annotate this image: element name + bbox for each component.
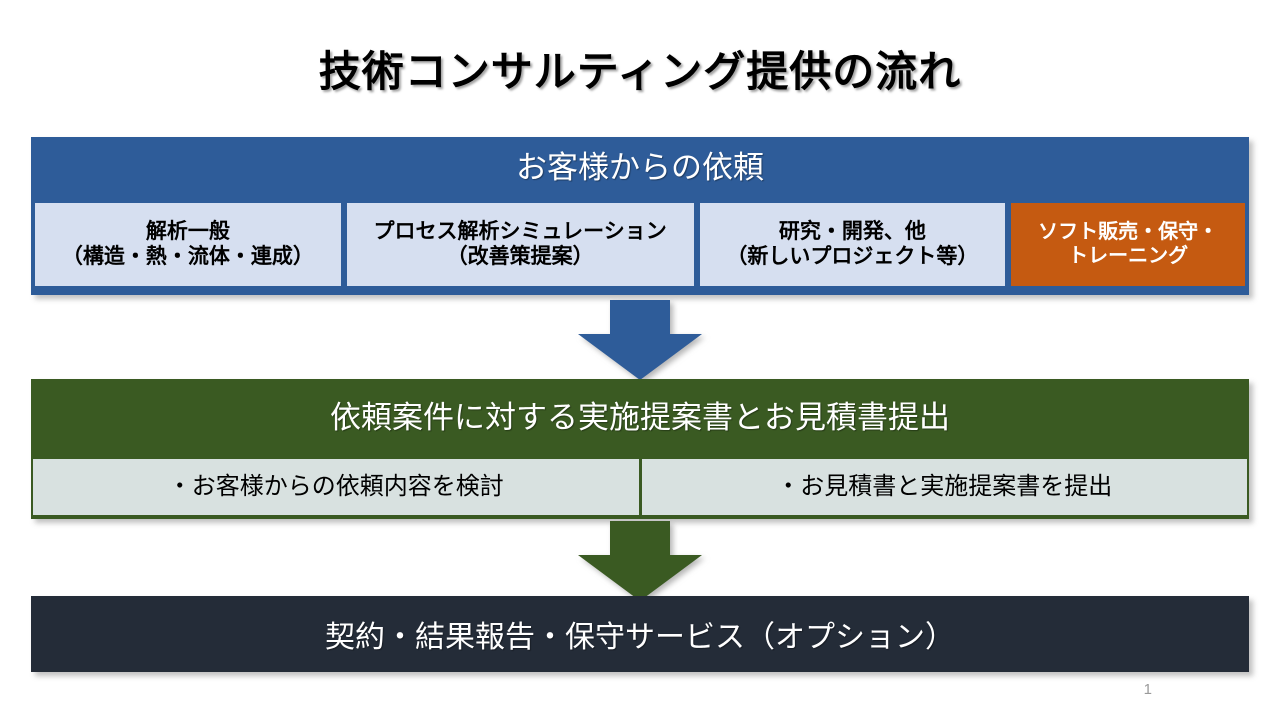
page-number: 1 — [1143, 681, 1152, 698]
request-item-analysis-general-label: 解析一般 （構造・熱・流体・連成） — [61, 219, 314, 268]
stage-proposal-items: ・お客様からの依頼内容を検討 ・お見積書と実施提案書を提出 — [31, 459, 1249, 519]
stage-contract-heading: 契約・結果報告・保守サービス（オプション） — [325, 621, 955, 654]
proposal-item-submit-quotation-label: ・お見積書と実施提案書を提出 — [776, 472, 1113, 500]
request-item-process-simulation-label: プロセス解析シミュレーション （改善策提案） — [373, 219, 667, 268]
request-item-software-sales-label: ソフト販売・保守・ トレーニング — [1038, 220, 1219, 267]
proposal-item-submit-quotation[interactable]: ・お見積書と実施提案書を提出 — [641, 459, 1247, 515]
stage-request-heading: お客様からの依頼 — [516, 150, 764, 185]
arrow-head — [578, 334, 702, 380]
slide-title: 技術コンサルティング提供の流れ — [318, 48, 962, 95]
stage-request: お客様からの依頼 解析一般 （構造・熱・流体・連成） プロセス解析シミュレーショ… — [31, 137, 1249, 295]
arrow-head — [578, 555, 702, 601]
stage-request-items: 解析一般 （構造・熱・流体・連成） プロセス解析シミュレーション （改善策提案）… — [31, 203, 1249, 291]
stage-proposal: 依頼案件に対する実施提案書とお見積書提出 ・お客様からの依頼内容を検討 ・お見積… — [31, 379, 1249, 519]
stage-proposal-heading: 依頼案件に対する実施提案書とお見積書提出 — [330, 400, 950, 435]
request-item-research-development[interactable]: 研究・開発、他 （新しいプロジェクト等） — [699, 203, 1006, 286]
arrow-shaft — [610, 300, 670, 334]
proposal-item-review-request[interactable]: ・お客様からの依頼内容を検討 — [33, 459, 639, 515]
request-item-software-sales[interactable]: ソフト販売・保守・ トレーニング — [1011, 203, 1245, 286]
arrow-shaft — [610, 521, 670, 555]
request-item-process-simulation[interactable]: プロセス解析シミュレーション （改善策提案） — [346, 203, 694, 286]
proposal-item-review-request-label: ・お客様からの依頼内容を検討 — [167, 472, 504, 500]
stage-contract: 契約・結果報告・保守サービス（オプション） — [31, 596, 1249, 672]
request-item-analysis-general[interactable]: 解析一般 （構造・熱・流体・連成） — [35, 203, 341, 286]
request-item-research-development-label: 研究・開発、他 （新しいプロジェクト等） — [726, 219, 979, 268]
